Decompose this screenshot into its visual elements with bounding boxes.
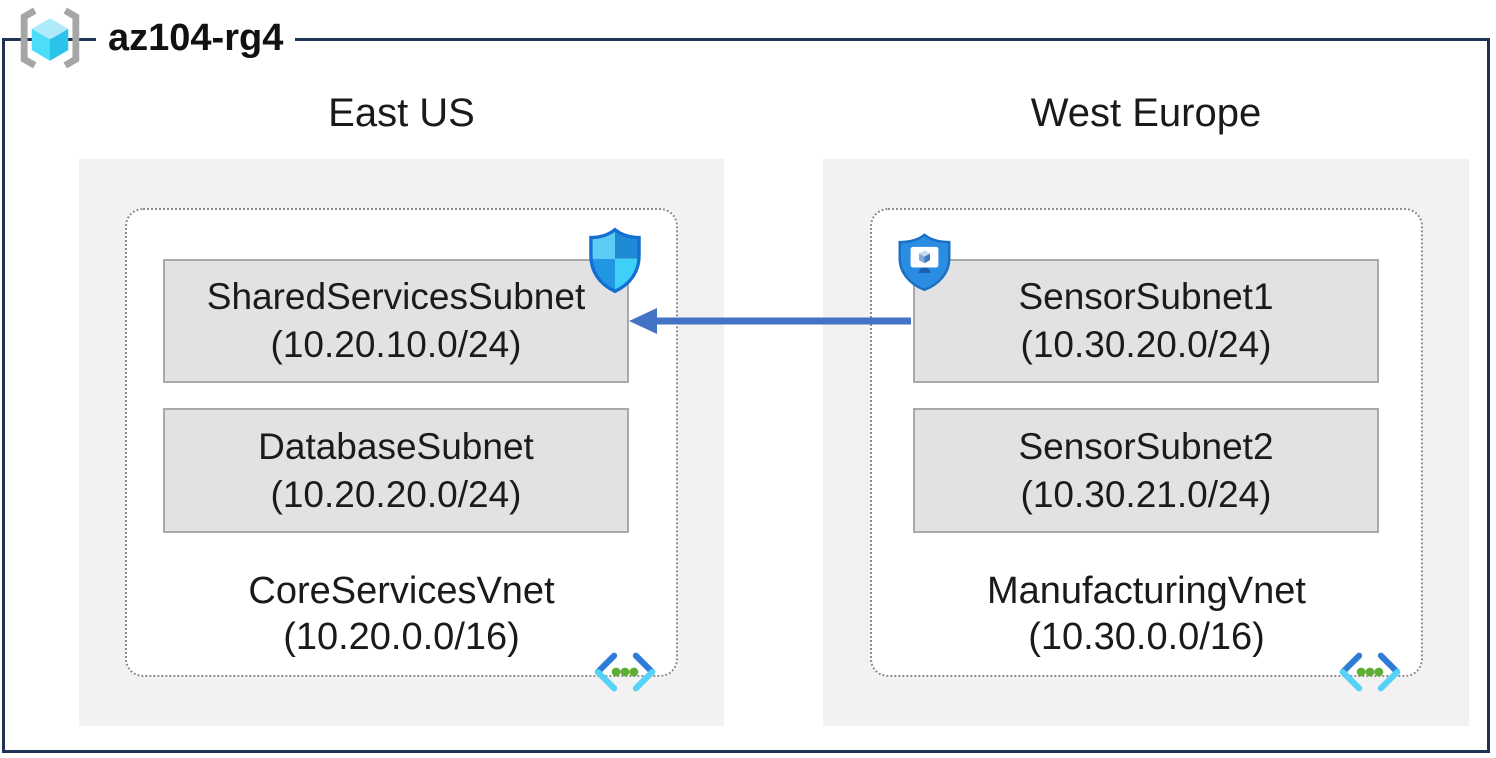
resource-group-title: az104-rg4 [96,14,296,62]
subnet-cidr: (10.20.10.0/24) [270,324,522,365]
vnet-icon-coreservices [594,652,656,692]
subnet-name: SensorSubnet2 [1018,425,1274,467]
subnet-cidr: (10.30.20.0/24) [1020,324,1272,365]
subnet-name: SharedServicesSubnet [206,276,586,317]
region-label-east-us: East US [328,91,475,135]
subnet-sensor1: SensorSubnet1 (10.30.20.0/24) [913,259,1379,383]
resource-group-icon [20,7,80,69]
vnet-label-coreservices: CoreServicesVnet (10.20.0.0/16) [125,568,678,660]
subnet-sharedservices: SharedServicesSubnet (10.20.10.0/24) [163,259,629,383]
subnet-sensor2: SensorSubnet2 (10.30.21.0/24) [913,408,1379,533]
asg-shield-icon [898,233,951,291]
vnet-cidr: (10.20.0.0/16) [283,616,520,658]
subnet-database: DatabaseSubnet (10.20.20.0/24) [163,408,629,533]
vnet-name: CoreServicesVnet [248,570,555,612]
vnet-label-manufacturing: ManufacturingVnet (10.30.0.0/16) [870,568,1423,660]
subnet-cidr: (10.20.20.0/24) [270,473,522,515]
resource-group-border [2,38,1490,753]
nsg-shield-icon [589,227,641,294]
vnet-cidr: (10.30.0.0/16) [1028,616,1265,658]
vnet-icon-manufacturing [1339,652,1401,692]
region-label-west-europe: West Europe [1030,91,1262,135]
vnet-name: ManufacturingVnet [987,570,1306,612]
subnet-name: DatabaseSubnet [258,425,534,467]
subnet-name: SensorSubnet1 [1018,276,1274,317]
subnet-cidr: (10.30.21.0/24) [1020,473,1272,515]
